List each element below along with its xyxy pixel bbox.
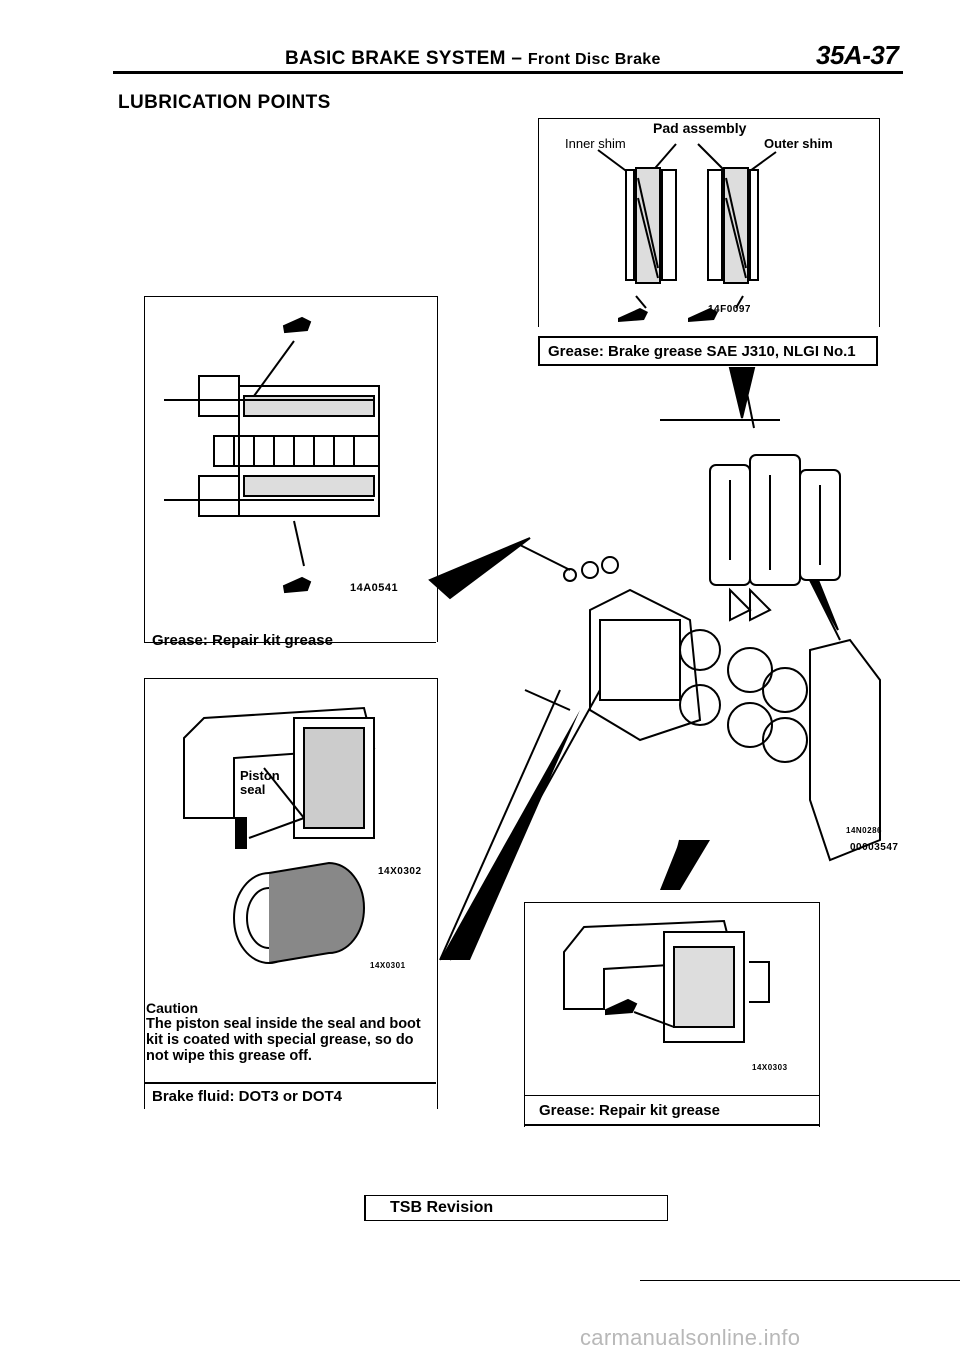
exploded-code-b: 00003547 [850, 842, 899, 853]
pad-figure: Inner shim Pad assembly Outer shim 14F00… [538, 118, 880, 378]
boot-grease-caption-box: Grease: Repair kit grease [524, 1095, 820, 1126]
caliper-figure: 14A0541 Grease: Repair kit grease [144, 296, 438, 662]
label-inner-shim: Inner shim [565, 136, 626, 151]
footer-rule [640, 1280, 960, 1281]
boot-grease-caption: Grease: Repair kit grease [539, 1102, 720, 1119]
exploded-caliper-drawing [428, 367, 881, 961]
caliper-section-drawing [164, 316, 380, 594]
header-title-dash: – [511, 48, 523, 69]
tsb-revision-label: TSB Revision [390, 1199, 494, 1216]
pad-figure-code: 14F0097 [708, 304, 751, 315]
piston-figure: Piston seal 14X0302 14X0301 Caution The … [144, 678, 438, 1132]
section-title: LUBRICATION POINTS [118, 92, 331, 113]
page-header-title: BASIC BRAKE SYSTEM – Front Disc Brake [285, 48, 661, 70]
piston-code-bottom: 14X0301 [370, 961, 406, 970]
pad-grease-caption: Grease: Brake grease SAE J310, NLGI No.1 [548, 343, 856, 360]
piston-figure-frame [144, 678, 438, 1109]
pad-assembly-drawing [597, 143, 777, 322]
caliper-grease-caption: Grease: Repair kit grease [152, 632, 333, 649]
label-outer-shim: Outer shim [764, 136, 833, 151]
caliper-figure-code: 14A0541 [350, 582, 399, 594]
label-piston-seal: Piston seal [240, 768, 280, 797]
pad-figure-frame [538, 118, 880, 327]
header-title-main: BASIC BRAKE SYSTEM [285, 48, 506, 69]
pad-grease-caption-box: Grease: Brake grease SAE J310, NLGI No.1 [538, 336, 878, 366]
watermark: carmanualsonline.info [580, 1325, 801, 1350]
piston-drawing [183, 706, 376, 964]
page-number: 35A-37 [816, 40, 899, 70]
tsb-revision-box: TSB Revision [364, 1195, 668, 1221]
header-title-sub: Front Disc Brake [527, 51, 661, 68]
boot-figure-code: 14X0303 [752, 1063, 788, 1072]
header-rule [113, 71, 903, 74]
piston-code-top: 14X0302 [378, 866, 422, 877]
fluid-caption-rule [144, 1082, 436, 1084]
caution-title: Caution [146, 1000, 199, 1016]
brake-fluid-caption: Brake fluid: DOT3 or DOT4 [152, 1088, 343, 1105]
boot-drawing [563, 919, 770, 1043]
exploded-code-a: 14N0286 [846, 826, 882, 835]
caution-body: The piston seal inside the seal and boot… [146, 1016, 421, 1064]
boot-figure-frame [524, 902, 820, 1127]
caliper-caption-rule [144, 642, 436, 643]
label-pad-assembly: Pad assembly [653, 120, 747, 136]
boot-figure: 14X0303 Grease: Repair kit grease [524, 902, 820, 1128]
caliper-figure-frame [144, 296, 438, 642]
